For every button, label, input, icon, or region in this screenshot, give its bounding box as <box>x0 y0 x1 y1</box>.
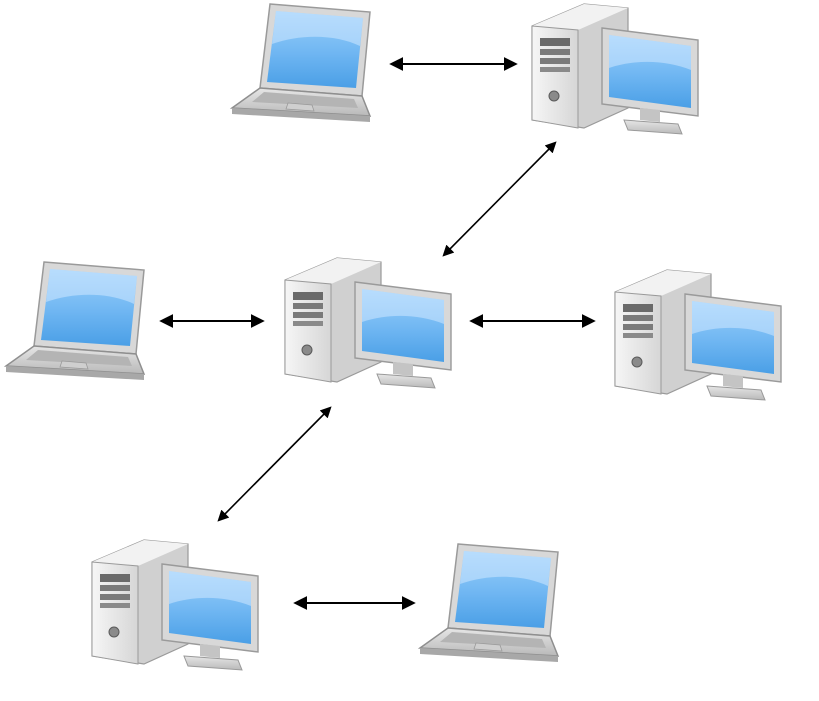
desktop-center-icon <box>284 257 452 389</box>
links-layer <box>159 57 596 610</box>
desktop-right-icon <box>614 269 782 401</box>
laptop-top-icon <box>231 3 371 123</box>
laptop-left-icon <box>5 261 145 381</box>
laptop-bottom-icon <box>419 543 559 663</box>
desktop-top-icon <box>531 3 699 135</box>
link-desktop-center-to-desktop-bottom <box>217 406 332 522</box>
desktop-bottom-icon <box>91 539 259 671</box>
devices-layer <box>5 3 782 671</box>
link-desktop-top-to-desktop-center <box>442 141 557 257</box>
